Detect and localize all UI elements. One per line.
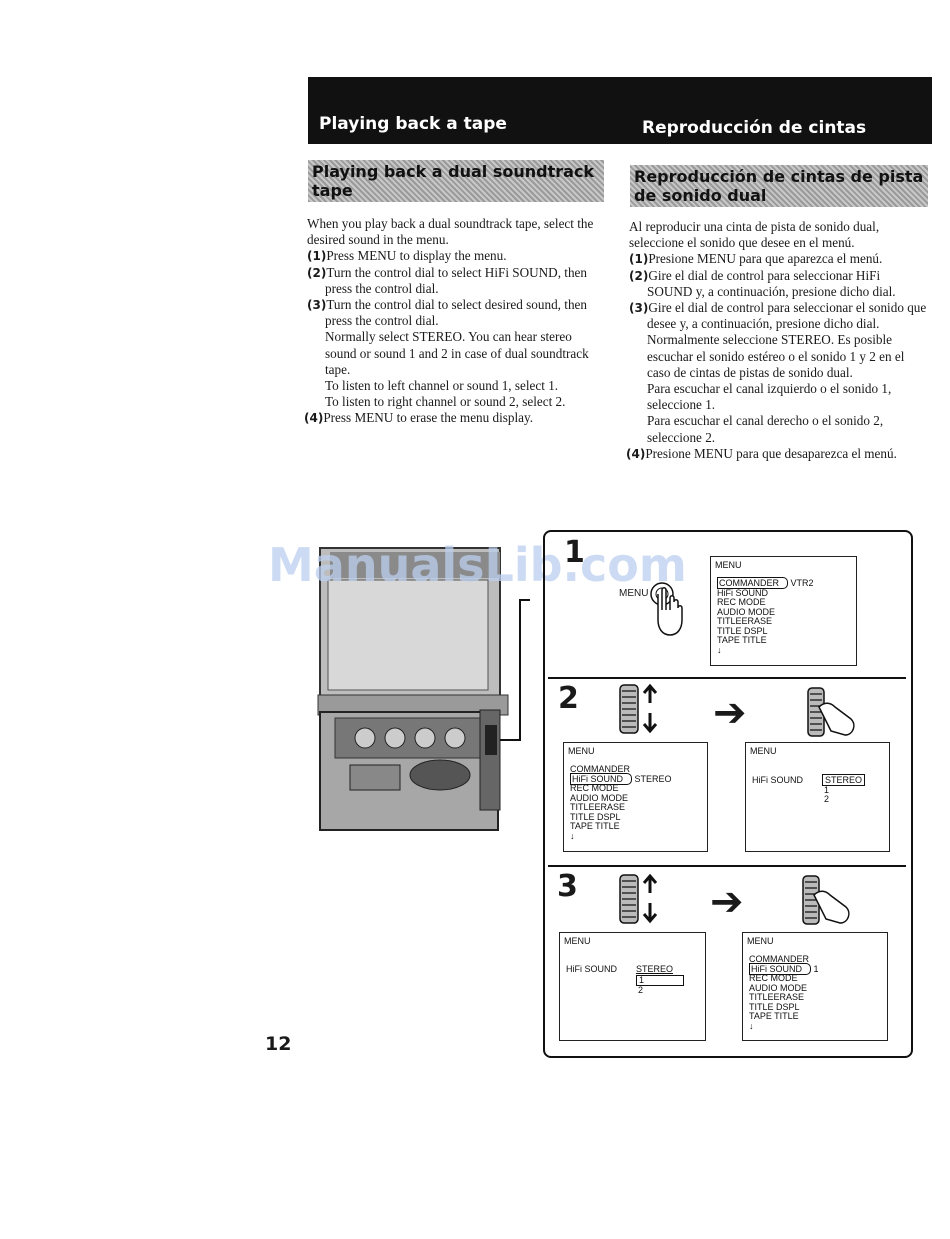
menu3b-item: TAPE TITLE	[749, 1011, 799, 1021]
menu2b-options: STEREO 1 2	[822, 774, 866, 805]
english-step-1: (1)Press MENU to display the menu.	[307, 248, 507, 264]
english-note-3: To listen to right channel or sound 2, s…	[325, 394, 566, 410]
menu3b-item: COMMANDER	[749, 954, 809, 964]
step-number-2: 2	[558, 681, 579, 716]
spanish-subheading: Reproducción de cintas de pista de sonid…	[630, 165, 928, 207]
menu1-more-arrow: ↓	[717, 644, 722, 655]
menu1-item: REC MODE	[717, 597, 766, 607]
step-separator-1	[548, 677, 906, 679]
menu3b-item: REC MODE	[749, 973, 798, 983]
menu-display-step1: MENU COMMANDER VTR2 HiFi SOUND REC MODE …	[710, 556, 857, 666]
spanish-note-3: Para escuchar el canal derecho o el soni…	[647, 413, 884, 445]
menu-display-step3b: MENU COMMANDER HiFi SOUND 1 REC MODE AUD…	[742, 932, 888, 1041]
control-dial-turn-icon	[619, 873, 658, 924]
header-bar	[308, 77, 932, 144]
step-number-3: 3	[557, 869, 578, 904]
step-number-1: 1	[564, 535, 585, 570]
menu3b-item: AUDIO MODE	[749, 982, 808, 993]
menu1-item: TITLEERASE	[717, 616, 773, 626]
control-dial-press-icon	[802, 875, 850, 925]
menu1-item: HiFi SOUND	[717, 587, 768, 598]
menu1-item: TAPE TITLE	[717, 635, 767, 645]
menu-button-label: MENU	[619, 588, 649, 599]
spanish-note-1: Normalmente seleccione STEREO. Es posibl…	[647, 332, 905, 380]
spanish-step-1: (1)Presione MENU para que aparezca el me…	[629, 251, 883, 267]
page-number: 12	[265, 1033, 292, 1055]
menu3b-item: TITLE DSPL	[749, 1001, 800, 1012]
control-dial-press-icon	[807, 687, 855, 737]
english-step-2: (2)Turn the control dial to select HiFi …	[307, 264, 588, 296]
menu-display-step2a: MENU COMMANDER HiFi SOUND STEREO REC MOD…	[563, 742, 708, 852]
spanish-intro: Al reproducir una cinta de pista de soni…	[629, 219, 880, 251]
menu2a-item: TITLE DSPL	[570, 811, 621, 822]
menu3b-item-hifi: HiFi SOUND 1	[749, 962, 819, 975]
menu1-item-commander: COMMANDER VTR2	[717, 577, 814, 589]
watermark: ManualsLib.com	[268, 538, 687, 592]
menu3a-options: STEREO 1 2	[636, 964, 684, 996]
menu2a-item: COMMANDER	[570, 764, 630, 774]
menu2a-item-hifi: HiFi SOUND STEREO	[570, 772, 672, 785]
spanish-step-4: (4)Presione MENU para que desaparezca el…	[626, 445, 897, 461]
english-body: When you play back a dual soundtrack tap…	[304, 216, 605, 427]
menu3b-more-arrow: ↓	[749, 1020, 754, 1031]
control-dial-turn-icon	[619, 683, 658, 734]
spanish-note-2: Para escuchar el canal izquierdo o el so…	[647, 381, 892, 413]
menu2a-more-arrow: ↓	[570, 830, 575, 841]
english-step-3: (3)Turn the control dial to select desir…	[307, 297, 587, 329]
section-title-english: Playing back a tape	[319, 114, 507, 134]
menu1-item: TITLE DSPL	[717, 625, 768, 636]
english-intro: When you play back a dual soundtrack tap…	[307, 216, 594, 248]
english-note-2: To listen to left channel or sound 1, se…	[325, 378, 559, 394]
english-note-1: Normally select STEREO. You can hear ste…	[325, 329, 589, 377]
menu1-list: COMMANDER VTR2 HiFi SOUND REC MODE AUDIO…	[717, 577, 814, 655]
step-separator-2	[548, 865, 906, 867]
spanish-step-3: (3)Gire el dial de control para seleccio…	[629, 300, 927, 332]
menu3b-list: COMMANDER HiFi SOUND 1 REC MODE AUDIO MO…	[749, 954, 819, 1031]
next-arrow-icon: ➔	[710, 879, 744, 925]
video-walkman-illustration	[317, 547, 530, 831]
english-step-4: (4)Press MENU to erase the menu display.	[304, 410, 534, 426]
spanish-body: Al reproducir una cinta de pista de soni…	[626, 219, 927, 462]
menu3a-label: HiFi SOUND	[566, 964, 617, 974]
menu-display-step2b: MENU HiFi SOUND STEREO 1 2	[745, 742, 890, 852]
menu1-item: AUDIO MODE	[717, 606, 776, 617]
menu2a-list: COMMANDER HiFi SOUND STEREO REC MODE AUD…	[570, 764, 672, 841]
pressing-hand-icon	[650, 582, 683, 636]
menu3b-item: TITLEERASE	[749, 992, 805, 1002]
menu-display-step3a: MENU HiFi SOUND STEREO 1 2	[559, 932, 706, 1041]
menu2a-item: TAPE TITLE	[570, 821, 620, 831]
next-arrow-icon: ➔	[713, 690, 747, 736]
menu2a-item: REC MODE	[570, 783, 619, 793]
english-subheading: Playing back a dual soundtrack tape	[308, 160, 604, 202]
menu2b-label: HiFi SOUND	[752, 775, 803, 785]
menu2a-item: AUDIO MODE	[570, 792, 629, 803]
spanish-step-2: (2)Gire el dial de control para seleccio…	[629, 267, 896, 299]
menu2a-item: TITLEERASE	[570, 802, 626, 812]
section-title-spanish: Reproducción de cintas	[642, 118, 867, 138]
steps-diagram-panel	[543, 530, 913, 1058]
